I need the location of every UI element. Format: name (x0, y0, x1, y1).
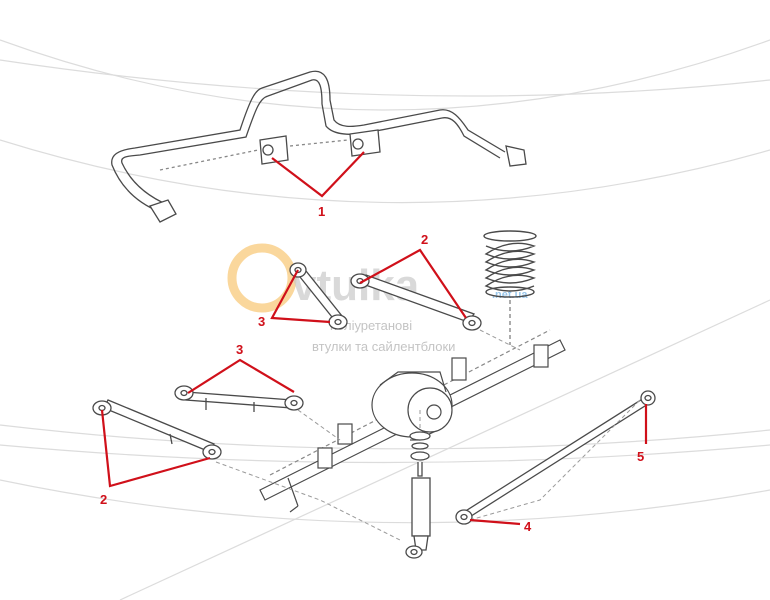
axle-bracket-4 (533, 344, 549, 368)
watermark-tagline-1: поліуретанові (330, 318, 412, 333)
callout-2-lower: 2 (100, 492, 107, 507)
leader-3-lower (187, 358, 295, 394)
stabilizer-bar (111, 70, 527, 223)
callout-3-lower: 3 (236, 342, 243, 357)
axle-bracket-3 (317, 447, 333, 469)
leader-2-lower (100, 409, 211, 488)
callout-1: 1 (318, 204, 325, 219)
rear-axle (259, 329, 566, 513)
callout-leaders (100, 151, 648, 526)
leader-4 (469, 518, 521, 526)
axle-bracket-1 (451, 357, 467, 381)
leader-2-upper (359, 248, 467, 319)
leader-3-upper (270, 269, 331, 324)
lower-arm-front (92, 399, 222, 460)
callout-2-upper: 2 (421, 232, 428, 247)
assembly-guides (215, 329, 641, 541)
coil-spring (483, 230, 537, 345)
watermark-ring (227, 243, 297, 313)
stabilizer-end-right (505, 145, 527, 167)
stabilizer-end-left (149, 199, 177, 223)
callout-labels: 1 2 2 3 3 4 5 (100, 204, 644, 534)
callout-5: 5 (637, 449, 644, 464)
watermark-domain: .net.ua (492, 289, 528, 301)
watermark: vtulka .net.ua поліуретанові втулки та с… (227, 243, 528, 354)
panhard-rod (455, 390, 656, 525)
watermark-tagline-2: втулки та сайлентблоки (312, 339, 455, 354)
callout-3-upper: 3 (258, 314, 265, 329)
stabilizer-bushing-right (349, 129, 381, 157)
lower-arm-rear (174, 385, 304, 412)
callout-4: 4 (524, 519, 532, 534)
axle-bracket-2 (337, 423, 353, 445)
upper-arm-right (350, 273, 482, 331)
shock-absorber (405, 431, 431, 559)
stabilizer-bushing-left (259, 135, 289, 165)
leader-1 (271, 151, 365, 198)
